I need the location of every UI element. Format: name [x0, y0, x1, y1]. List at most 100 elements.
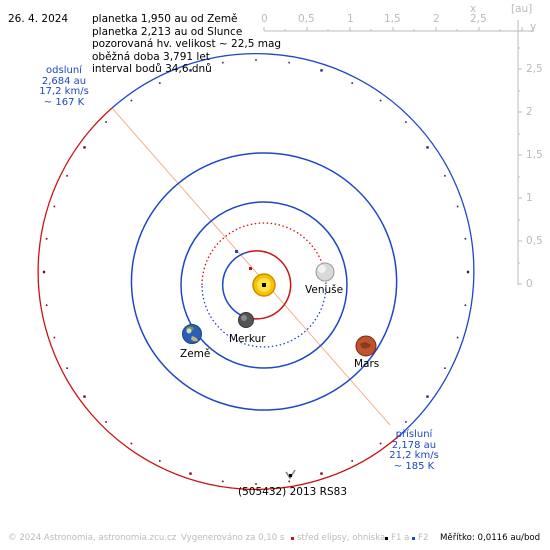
orbit-point: [222, 480, 224, 483]
venus-icon: [315, 262, 335, 282]
x-tick-label: 2,5: [470, 13, 487, 25]
orbit-point: [42, 270, 46, 274]
x-axis-label: x: [470, 3, 477, 15]
info-line: pozorovaná hv. velikost ~ 22,5 mag: [92, 38, 282, 51]
info-line: planetka 1,950 au od Země: [92, 13, 238, 25]
aphelion-line: 17,2 km/s: [39, 86, 89, 97]
legend-f1-dot: [385, 537, 388, 540]
mars-label: Mars: [354, 358, 380, 370]
x-tick-label: 0: [261, 13, 268, 25]
orbit-point: [255, 59, 257, 61]
info-block: planetka 1,950 au od Země planetka 2,213…: [92, 13, 281, 76]
earth-label: Země: [180, 348, 211, 360]
venus-label: Venuše: [305, 284, 344, 296]
mars-icon: [355, 335, 377, 357]
aphelion-annotation: odsluní 2,684 au 17,2 km/s ~ 167 K: [0, 65, 128, 108]
y-tick-label: 1: [526, 192, 533, 204]
orbit-point: [189, 69, 192, 72]
info-line: oběžná doba 3,791 let: [92, 50, 210, 63]
legend-f2-label: F2: [418, 533, 429, 543]
apsides-line: [111, 107, 391, 426]
y-tick-label: 1,5: [526, 149, 543, 161]
legend-f2-dot: [412, 537, 415, 540]
earth-icon: [182, 324, 202, 344]
legend-f1-label: F1 a: [391, 533, 410, 543]
perihelion-line: přísluní: [395, 429, 433, 440]
orbit-point: [426, 146, 429, 149]
orbit-point: [222, 61, 224, 64]
orbit-point: [351, 82, 353, 84]
orbit-point: [105, 421, 107, 423]
aphelion-line: ~ 167 K: [43, 96, 85, 108]
y-tick-label: 0: [526, 278, 533, 290]
orbit-point: [53, 205, 56, 208]
orbit-point: [444, 367, 446, 369]
orbit-point: [255, 483, 257, 485]
mercury-label: Merkur: [229, 333, 266, 345]
mars-orbit-lower: [130, 152, 269, 411]
x-tick-label: 1: [347, 13, 354, 25]
asteroid-marker: [285, 469, 296, 480]
orbit-point: [444, 175, 446, 177]
orbit-point: [159, 82, 161, 84]
orbit-point: [189, 472, 192, 475]
info-line: planetka 2,213 au od Slunce: [92, 25, 243, 38]
y-tick-label: 2: [526, 106, 533, 118]
orbit-point: [45, 238, 48, 240]
mars-orbit-upper: [259, 152, 398, 411]
orbit-point: [466, 270, 470, 274]
perihelion-line: 2,178 au: [391, 439, 437, 451]
perihelion-line: 21,2 km/s: [389, 450, 439, 461]
asteroid-orbit-points: [42, 59, 470, 485]
sun-icon: [252, 273, 276, 297]
orbit-point: [83, 395, 86, 398]
orbit-point: [159, 460, 161, 462]
axis-unit-label: [au]: [511, 3, 533, 15]
x-tick-label: 1,5: [384, 13, 401, 25]
orbit-point: [105, 121, 107, 123]
orbit-point: [405, 121, 407, 123]
asteroid-orbit-lower: [37, 107, 401, 491]
generated-time: Vygenerováno za 0,10 s: [181, 533, 285, 543]
orbit-point: [320, 472, 323, 475]
orbit-point: [66, 175, 68, 177]
x-tick-label: 2: [433, 13, 440, 25]
date-label: 26. 4. 2024: [8, 13, 69, 25]
x-axis: [263, 27, 534, 32]
earth-orbit: [180, 201, 348, 369]
orbit-point: [288, 480, 290, 483]
orbit-point: [83, 146, 86, 149]
venus-orbit-lower: [201, 284, 327, 348]
aphelion-line: 2,684 au: [41, 75, 87, 87]
perihelion-annotation: přísluní 2,178 au 21,2 km/s ~ 185 K: [374, 429, 454, 472]
legend-center-label: střed elipsy, ohniska: [297, 533, 386, 543]
asteroid-name: (505432) 2013 RS83: [238, 486, 347, 498]
orbit-point: [130, 99, 133, 102]
ellipse-center-marker: [249, 267, 252, 270]
orbit-point: [130, 442, 133, 445]
orbit-point: [288, 61, 290, 64]
mercury-orbit-red: [247, 250, 292, 320]
x-tick-label: 0,5: [298, 13, 315, 25]
orbit-point: [379, 99, 382, 102]
orbit-point: [66, 367, 68, 369]
orbit-point: [351, 460, 353, 462]
orbit-point: [464, 304, 467, 306]
info-line: interval bodů 34,6 dnů: [92, 63, 212, 76]
mercury-orbit-blue: [221, 251, 250, 319]
y-axis: [517, 20, 522, 285]
orbit-point: [45, 304, 48, 306]
y-axis-label: y: [530, 21, 537, 33]
orbit-point: [464, 238, 467, 240]
orbit-point: [456, 205, 459, 208]
orbit-point: [426, 395, 429, 398]
orbit-point: [53, 336, 56, 339]
asteroid-orbit-upper: [111, 52, 475, 436]
orbit-point: [320, 69, 323, 72]
aphelion-line: odsluní: [46, 65, 82, 76]
orbit-point: [456, 336, 459, 339]
mercury-icon: [238, 312, 254, 328]
y-tick-label: 0,5: [526, 235, 543, 247]
